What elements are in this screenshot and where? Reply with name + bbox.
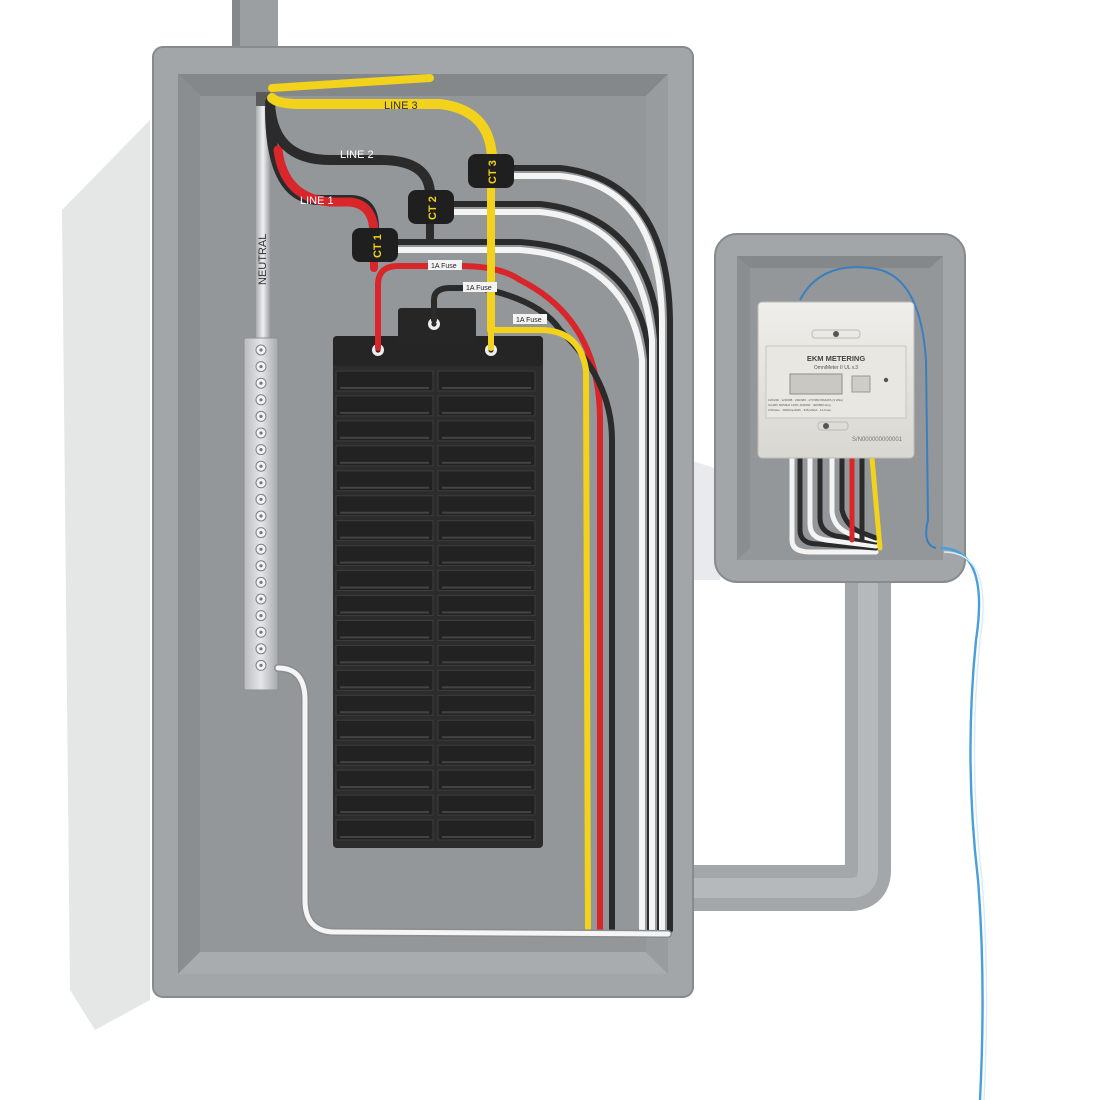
breaker-slot [437, 769, 536, 791]
breaker-slot [335, 744, 434, 766]
breaker-slot [335, 495, 434, 517]
breaker-slot [437, 445, 536, 467]
breaker-slot [437, 470, 536, 492]
breaker-slot [335, 520, 434, 542]
breaker-slots [335, 370, 536, 841]
breaker-slot [335, 669, 434, 691]
fuse-tags: 1A Fuse 1A Fuse 1A Fuse [428, 260, 547, 324]
breaker-slot [437, 520, 536, 542]
ct-3-label: CT 3 [487, 160, 499, 184]
breaker-slot [335, 595, 434, 616]
ct-1-clamp: CT 1 [352, 228, 398, 262]
meter-spec-1: 120/240 · 120/208 · 240/480 · 277/480 Wh… [768, 398, 843, 402]
breaker-slot [437, 794, 536, 816]
line-3-label: LINE 3 [384, 100, 418, 112]
breaker-slot [437, 619, 536, 641]
breaker-slot [437, 644, 536, 666]
omnimeter-device: EKM METERING OmniMeter II UL v.3 120/240… [757, 301, 915, 459]
meter-brand: EKM METERING [807, 354, 866, 363]
fuse-label-1: 1A Fuse [431, 263, 457, 270]
breaker-slot [437, 570, 536, 592]
breaker-slot [335, 445, 434, 467]
breaker-slot [437, 819, 536, 841]
meter-spec-2: 3x120V 50/60Hz ±10% 100/200 · 400/800 Am… [768, 403, 831, 407]
meter-wires [789, 455, 883, 555]
fuse-label-3: 1A Fuse [516, 317, 542, 324]
ct-2-clamp: CT 2 [408, 190, 454, 224]
breaker-slot [437, 545, 536, 567]
breaker-slot [335, 794, 434, 816]
breaker-slot [437, 395, 536, 417]
breaker-slot [335, 819, 434, 841]
fuse-label-2: 1A Fuse [466, 285, 492, 292]
breaker-feed-wires [375, 263, 615, 935]
ct-3-clamp: CT 3 [468, 154, 514, 188]
connecting-conduit [690, 582, 891, 911]
drop-shadows [62, 120, 720, 1030]
neutral-rod [256, 92, 270, 342]
breaker-panel [333, 308, 543, 848]
main-lines [265, 74, 497, 243]
breaker-slot [335, 769, 434, 791]
breaker-slot [335, 470, 434, 492]
neutral-screws [255, 344, 267, 671]
breaker-slot [437, 694, 536, 716]
breaker-slot [437, 370, 536, 392]
line-2-wire [265, 97, 435, 200]
breaker-slot [335, 719, 434, 741]
ct-1-label: CT 1 [372, 234, 384, 258]
breaker-slot [437, 595, 536, 616]
breaker-slot [335, 395, 434, 417]
breaker-slot [335, 619, 434, 641]
meter-serial: S/N000000000001 [852, 437, 903, 443]
breaker-slot [335, 545, 434, 567]
top-din-clip [833, 331, 839, 337]
ct-2-label: CT 2 [427, 196, 439, 220]
breaker-slot [437, 719, 536, 741]
breaker-slot [437, 420, 536, 442]
meter-lcd [789, 373, 843, 395]
breaker-slot [437, 495, 536, 517]
breaker-slot [437, 744, 536, 766]
breaker-slot [335, 644, 434, 666]
line-2-label: LINE 2 [340, 149, 374, 161]
neutral-bus: NEUTRAL [243, 92, 279, 691]
breaker-slot [335, 694, 434, 716]
neutral-label: NEUTRAL [257, 234, 269, 285]
breaker-slot [335, 370, 434, 392]
comm-cable-external [939, 546, 988, 1100]
bottom-din-clip [823, 423, 829, 429]
meter-spec-3: 0.5Class · 1000Imp/kWh · 3x5(100)A · 1A … [768, 408, 831, 412]
line-3-wire [267, 93, 497, 163]
breaker-slot [335, 570, 434, 592]
neutral-return-wire [274, 664, 672, 938]
comm-cable-inner [799, 266, 937, 549]
breaker-slot [437, 669, 536, 691]
meter-model: OmniMeter II UL v.3 [814, 365, 858, 371]
breaker-slot [335, 420, 434, 442]
line-1-label: LINE 1 [300, 195, 334, 207]
